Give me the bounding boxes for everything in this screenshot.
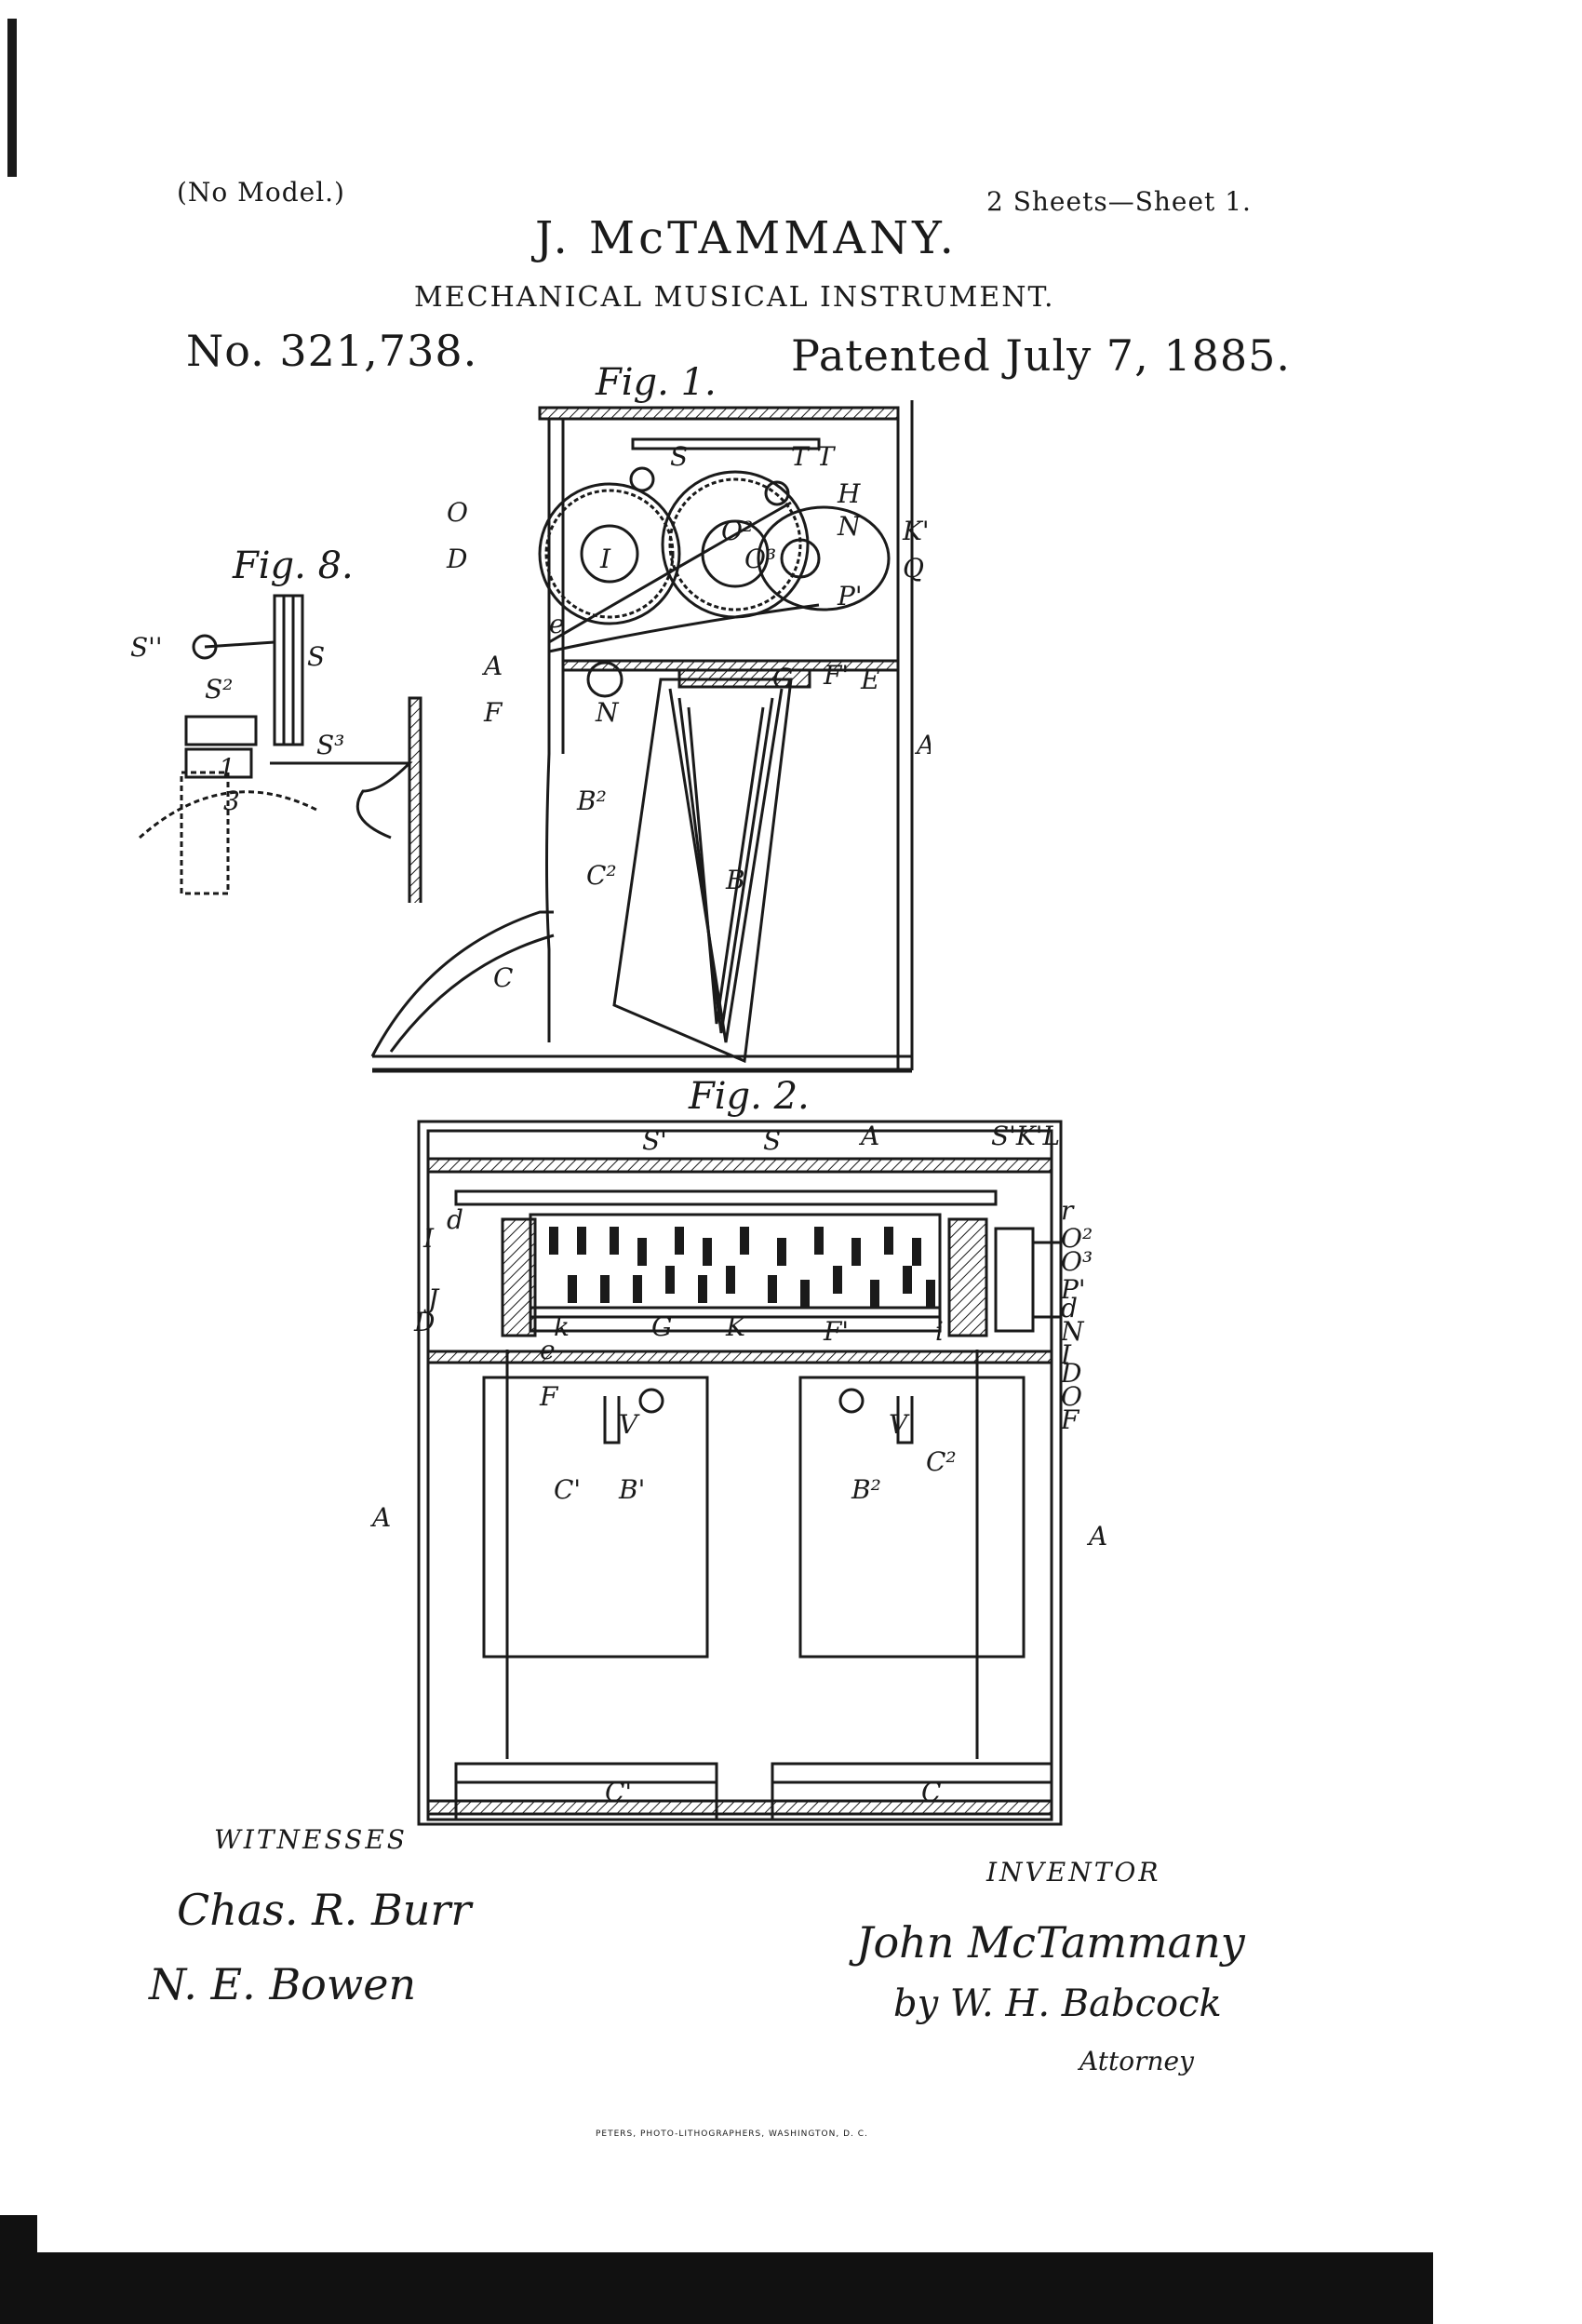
svg-text:F': F' (823, 1316, 849, 1347)
svg-text:T T: T T (791, 441, 837, 472)
svg-text:N: N (1060, 1316, 1085, 1347)
svg-text:P': P' (1060, 1274, 1086, 1305)
invention-title: MECHANICAL MUSICAL INSTRUMENT. (414, 281, 1055, 314)
svg-text:S': S' (642, 1125, 667, 1156)
svg-text:C: C (493, 962, 513, 993)
svg-text:A: A (481, 651, 503, 681)
svg-text:S'K'L: S'K'L (991, 1121, 1060, 1151)
scan-edge-bottom (0, 2252, 1433, 2324)
svg-text:S²: S² (205, 674, 233, 705)
svg-text:H: H (837, 478, 861, 509)
lithographer-imprint: PETERS, PHOTO-LITHOGRAPHERS, WASHINGTON,… (596, 2129, 868, 2139)
svg-text:Q: Q (903, 553, 924, 584)
svg-text:B: B (725, 865, 745, 895)
fig8-drawing: S'' S S² S³ 1 3 (130, 594, 422, 903)
svg-text:i: i (935, 1316, 944, 1347)
svg-text:F: F (1060, 1404, 1080, 1435)
fig8-label: Fig. 8. (233, 544, 354, 587)
svg-text:3: 3 (223, 786, 240, 816)
svg-text:1: 1 (219, 753, 235, 784)
svg-text:S'': S'' (130, 632, 163, 663)
svg-text:d: d (447, 1204, 463, 1235)
svg-text:O²: O² (1061, 1223, 1093, 1254)
patent-number: No. 321,738. (186, 326, 478, 376)
svg-text:I: I (1060, 1339, 1072, 1370)
sheet-count: 2 Sheets—Sheet 1. (986, 186, 1252, 217)
svg-text:G: G (772, 663, 793, 693)
svg-text:J: J (423, 1283, 440, 1314)
svg-text:O³: O³ (744, 544, 776, 574)
svg-text:V: V (619, 1409, 640, 1440)
svg-text:O³: O³ (1061, 1246, 1093, 1277)
svg-text:I: I (599, 544, 611, 574)
attorney-signature: by W. H. Babcock (893, 1982, 1222, 2025)
svg-text:C²: C² (926, 1446, 957, 1477)
svg-text:K': K' (902, 516, 930, 546)
svg-text:B': B' (618, 1474, 645, 1505)
svg-text:B²: B² (576, 786, 607, 816)
witness-signature-2: N. E. Bowen (149, 1959, 417, 2009)
fig2-drawing: S' S A S'K'L r O² O³ P' d N I D O F d I … (369, 1120, 1107, 1826)
svg-text:C': C' (554, 1474, 581, 1505)
svg-text:D: D (413, 1307, 435, 1337)
svg-text:C²: C² (586, 860, 617, 891)
svg-text:D: D (1060, 1358, 1081, 1389)
fig1-drawing: O D I O² O³ N P' K' Q e A F G F' E A N B… (370, 400, 931, 1073)
svg-text:A: A (858, 1121, 879, 1151)
fig1-label: Fig. 1. (596, 361, 717, 404)
svg-text:G: G (651, 1311, 672, 1342)
svg-text:e: e (540, 1335, 556, 1365)
svg-text:E: E (860, 665, 879, 695)
inventor-label: INVENTOR (986, 1857, 1161, 1887)
svg-text:K: K (725, 1311, 747, 1342)
svg-text:P': P' (837, 581, 863, 611)
svg-text:S: S (307, 641, 325, 672)
model-note: (No Model.) (177, 177, 345, 208)
svg-text:A: A (369, 1502, 391, 1533)
svg-text:e: e (549, 609, 565, 639)
svg-text:O: O (447, 497, 468, 528)
inventor-name: J. McTAMMANY. (535, 212, 958, 264)
svg-text:S³: S³ (316, 730, 344, 760)
svg-text:A: A (1086, 1521, 1107, 1552)
svg-text:F: F (539, 1381, 559, 1412)
svg-text:B²: B² (851, 1474, 881, 1505)
svg-text:I: I (422, 1223, 435, 1254)
svg-text:V: V (889, 1409, 910, 1440)
svg-text:r: r (1061, 1195, 1075, 1226)
witness-signature-1: Chas. R. Burr (177, 1885, 472, 1935)
inventor-signature: John McTammany (856, 1917, 1245, 1968)
scan-edge-left (7, 19, 17, 177)
svg-text:O: O (1061, 1381, 1082, 1412)
svg-text:C: C (921, 1777, 941, 1807)
svg-text:S: S (670, 441, 688, 472)
patent-date: Patented July 7, 1885. (791, 330, 1292, 381)
svg-text:O²: O² (721, 516, 753, 546)
svg-text:k: k (554, 1311, 570, 1342)
attorney-label: Attorney (1079, 2046, 1194, 2076)
svg-text:D: D (446, 544, 467, 574)
svg-text:C': C' (605, 1777, 632, 1807)
svg-text:N: N (837, 511, 862, 542)
svg-text:F': F' (823, 660, 849, 691)
svg-text:F: F (483, 697, 503, 728)
svg-text:A: A (914, 730, 931, 760)
svg-text:S: S (763, 1125, 781, 1156)
fig2-label: Fig. 2. (689, 1075, 810, 1118)
svg-text:N: N (595, 697, 620, 728)
svg-text:d: d (1061, 1293, 1078, 1323)
witnesses-label: WITNESSES (214, 1824, 408, 1855)
